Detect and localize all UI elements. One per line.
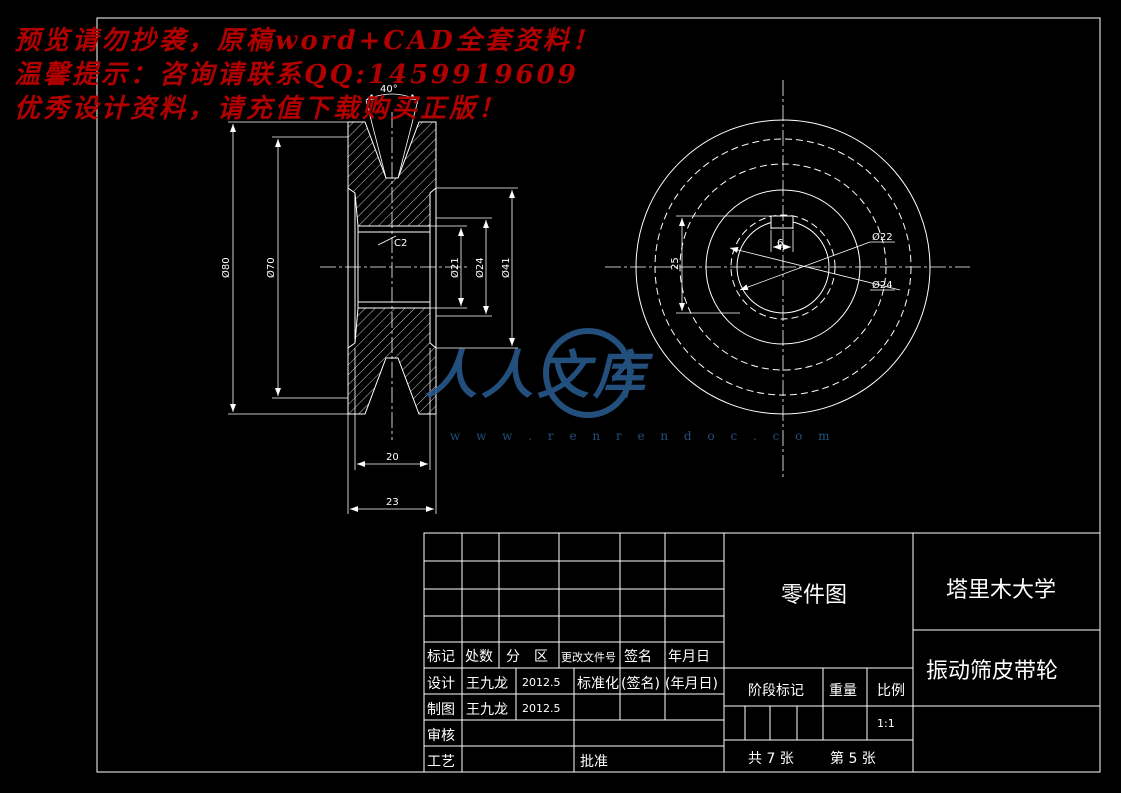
dim-d70: Ø70: [265, 257, 277, 278]
dim-side-d24: Ø24: [872, 279, 893, 291]
scale-value: 1:1: [877, 717, 895, 730]
header-sign: 签名: [624, 649, 652, 665]
stage-label: 阶段标记: [748, 683, 804, 699]
drawing-type: 零件图: [781, 583, 848, 608]
watermark-line-3: 优秀设计资料，请充值下载购买正版！: [14, 94, 508, 124]
dim-key-width: 6: [777, 238, 783, 249]
design-date: 2012.5: [522, 676, 561, 689]
dim-angle: 40°: [380, 84, 398, 95]
logo-text: 人人文库: [425, 346, 650, 406]
part-name: 振动筛皮带轮: [926, 659, 1059, 684]
scale-label: 比例: [877, 683, 905, 699]
dim-key-height: 25: [670, 257, 681, 270]
watermark-line-2: 温馨提示：咨询请联系QQ:1459919609: [14, 60, 579, 90]
section-dimensions: [228, 93, 518, 514]
dim-d24: Ø24: [474, 257, 486, 278]
std-label: 标准化: [577, 676, 619, 692]
logo-url: w w w . r e n r e n d o c . c o m: [450, 429, 836, 443]
weight-label: 重量: [829, 683, 857, 699]
dim-chamfer: C2: [394, 238, 407, 249]
dim-d41: Ø41: [500, 257, 512, 278]
dim-w20: 20: [386, 452, 399, 463]
draw-name: 王九龙: [466, 702, 508, 718]
title-block-grid: [423, 532, 1101, 773]
total-sheets: 共 7 张: [748, 751, 794, 767]
header-mark: 标记: [427, 649, 455, 665]
dim-d80: Ø80: [220, 257, 232, 278]
section-view: [320, 112, 470, 440]
header-count: 处数: [465, 649, 493, 665]
watermark-line-1: 预览请勿抄袭，原稿word+CAD全套资料！: [14, 26, 601, 56]
draw-label: 制图: [427, 702, 455, 718]
draw-date: 2012.5: [522, 702, 561, 715]
header-zone: 分 区: [506, 649, 548, 665]
school-name: 塔里木大学: [946, 578, 1057, 603]
side-dimensions: [676, 215, 901, 314]
std-sign: (签名): [621, 676, 660, 692]
dim-w23: 23: [386, 497, 399, 508]
sheet-number: 第 5 张: [830, 751, 876, 767]
header-date: 年月日: [668, 649, 710, 665]
design-name: 王九龙: [466, 676, 508, 692]
logo-ring-icon: [543, 328, 633, 418]
side-dimension-labels: 25 6 Ø22 Ø24: [670, 231, 893, 291]
dim-d21: Ø21: [449, 257, 461, 278]
dim-side-d22: Ø22: [872, 231, 893, 243]
section-dimension-labels: 40° Ø80 Ø70 Ø21 Ø24 Ø41 C2 20 23: [220, 84, 512, 508]
header-change-doc: 更改文件号: [561, 651, 616, 664]
side-view: [605, 80, 970, 480]
process-label: 工艺: [427, 754, 455, 770]
design-label: 设计: [427, 676, 455, 692]
check-label: 审核: [427, 728, 455, 744]
approve-label: 批准: [580, 754, 608, 770]
std-date: (年月日): [665, 676, 718, 692]
